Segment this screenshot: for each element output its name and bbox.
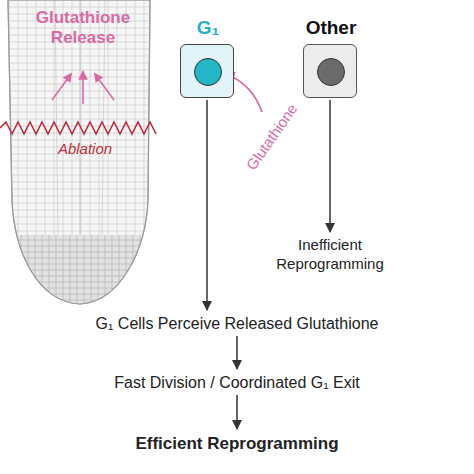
process-text: G₁ Cells Perceive Released Glutathione — [92, 314, 383, 334]
process-text: Fast Division / Coordinated G₁ Exit — [110, 373, 364, 393]
flow-arrow — [236, 336, 238, 369]
cell-heading: G₁ — [151, 16, 265, 40]
outcome-text: Efficient Reprogramming — [131, 433, 342, 454]
step-text: Fast Division / Coordinated G₁ Exit — [114, 373, 360, 393]
glutathione-label: Glutathione — [236, 91, 308, 183]
flow-arrow — [206, 100, 208, 310]
release-label: Glutathione Release — [27, 8, 139, 49]
release-arrows — [52, 72, 114, 104]
step-text: G₁ Cells Perceive Released Glutathione — [96, 314, 379, 334]
root-cells — [0, 0, 160, 235]
root-cap-cells — [0, 235, 160, 315]
cell-nucleus — [194, 58, 222, 86]
flow-arrow — [329, 100, 331, 232]
cell-nucleus — [317, 58, 345, 86]
ablation-label: Ablation — [35, 140, 135, 158]
outcome-text: Inefficient Reprogramming — [268, 236, 393, 274]
other-cell: Other — [303, 44, 357, 98]
ablation-zigzag — [0, 122, 156, 134]
cell-heading: Other — [274, 16, 388, 40]
step-text: Inefficient Reprogramming — [272, 236, 389, 274]
flow-arrow — [236, 395, 238, 429]
step-text: Efficient Reprogramming — [135, 433, 338, 454]
g1-cell: G₁ — [180, 44, 234, 98]
